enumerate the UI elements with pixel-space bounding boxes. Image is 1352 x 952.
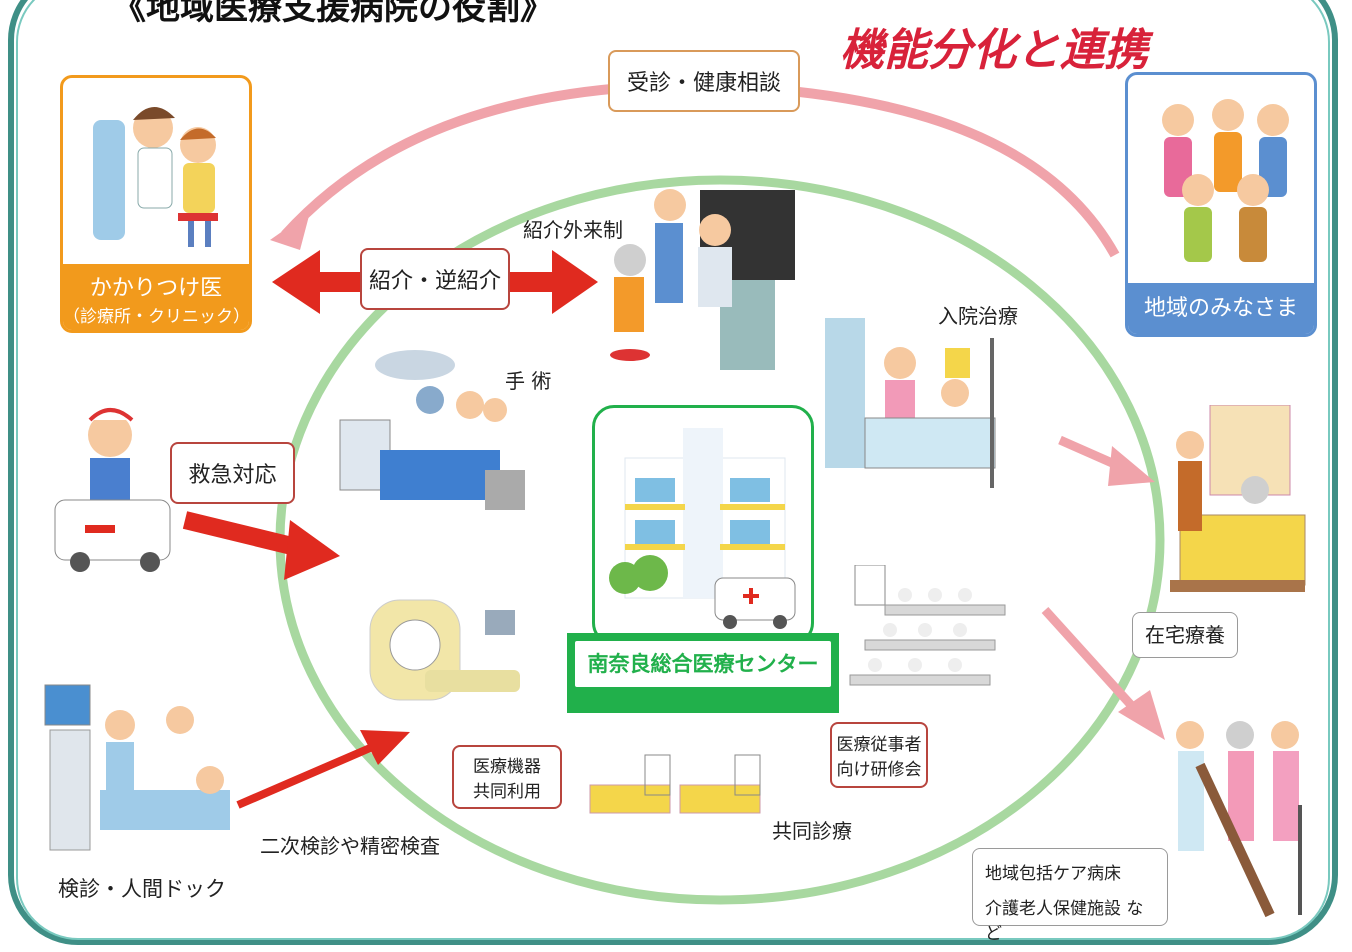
- equipment-line1: 医療機器: [473, 757, 541, 777]
- gp-label-band: かかりつけ医 （診療所・クリニック）: [63, 264, 249, 330]
- headline: 機能分化と連携: [840, 25, 1148, 76]
- exam-arrow: [236, 744, 372, 809]
- nursing-facility-label: 介護老人保健施設 など: [985, 899, 1144, 944]
- secondary-exam-label: 二次検診や精密検査: [260, 834, 440, 858]
- equipment-label: 医療機器 共同利用: [452, 745, 562, 809]
- hospital-illustration: [609, 428, 796, 629]
- emergency-scene: [40, 390, 180, 580]
- consult-arrowhead: [270, 212, 310, 250]
- training-line1: 医療従事者: [836, 735, 922, 755]
- shared-care-beds: [585, 750, 765, 840]
- emergency-label: 救急対応: [170, 442, 295, 504]
- outer-frame: [8, 0, 1338, 945]
- community-people-illustration: [1138, 85, 1308, 275]
- surgery-scene: [335, 340, 535, 530]
- training-scene: [845, 565, 1015, 705]
- rehab-scene: [1160, 705, 1320, 920]
- to-facility-arrow: [1041, 606, 1144, 719]
- doctor-patient-illustration: [83, 90, 233, 255]
- facility-label-box: 地域包括ケア病床 介護老人保健施設 など: [972, 848, 1168, 944]
- gp-subtitle: （診療所・クリニック）: [63, 307, 250, 327]
- hospital-panel: [592, 405, 814, 645]
- community-panel: 地域のみなさま: [1125, 72, 1317, 337]
- page-title: 《地域医療支援病院の役割》: [112, 0, 554, 28]
- checkup-scene: [40, 680, 240, 870]
- hospital-name: 南奈良総合医療センター: [575, 641, 831, 687]
- inpatient-scene: [825, 318, 1025, 518]
- hospital-name-band: 南奈良総合医療センター: [567, 633, 839, 713]
- referral-clinic-scene: [600, 185, 800, 380]
- equipment-line2: 共同利用: [473, 782, 541, 802]
- consult-label: 受診・健康相談: [608, 50, 800, 112]
- ct-scanner-scene: [365, 580, 530, 720]
- training-line2: 向け研修会: [836, 760, 922, 780]
- shared-care-label: 共同診療: [772, 819, 852, 843]
- home-care-label: 在宅療養: [1132, 612, 1238, 658]
- checkup-label: 検診・人間ドック: [58, 877, 226, 901]
- community-label-band: 地域のみなさま: [1128, 283, 1314, 334]
- inpatient-label: 入院治療: [938, 304, 1018, 328]
- training-label: 医療従事者 向け研修会: [830, 722, 928, 788]
- gp-panel: かかりつけ医 （診療所・クリニック）: [60, 75, 252, 333]
- community-ward-label: 地域包括ケア病床: [985, 864, 1121, 884]
- inner-frame: [16, 0, 1330, 940]
- gp-title: かかりつけ医: [89, 276, 223, 301]
- referral-outpatient-label: 紹介外来制: [523, 218, 623, 242]
- surgery-label: 手 術: [505, 369, 552, 393]
- home-care-scene: [1160, 405, 1310, 615]
- referral-label: 紹介・逆紹介: [360, 248, 510, 310]
- emergency-arrow: [182, 511, 303, 557]
